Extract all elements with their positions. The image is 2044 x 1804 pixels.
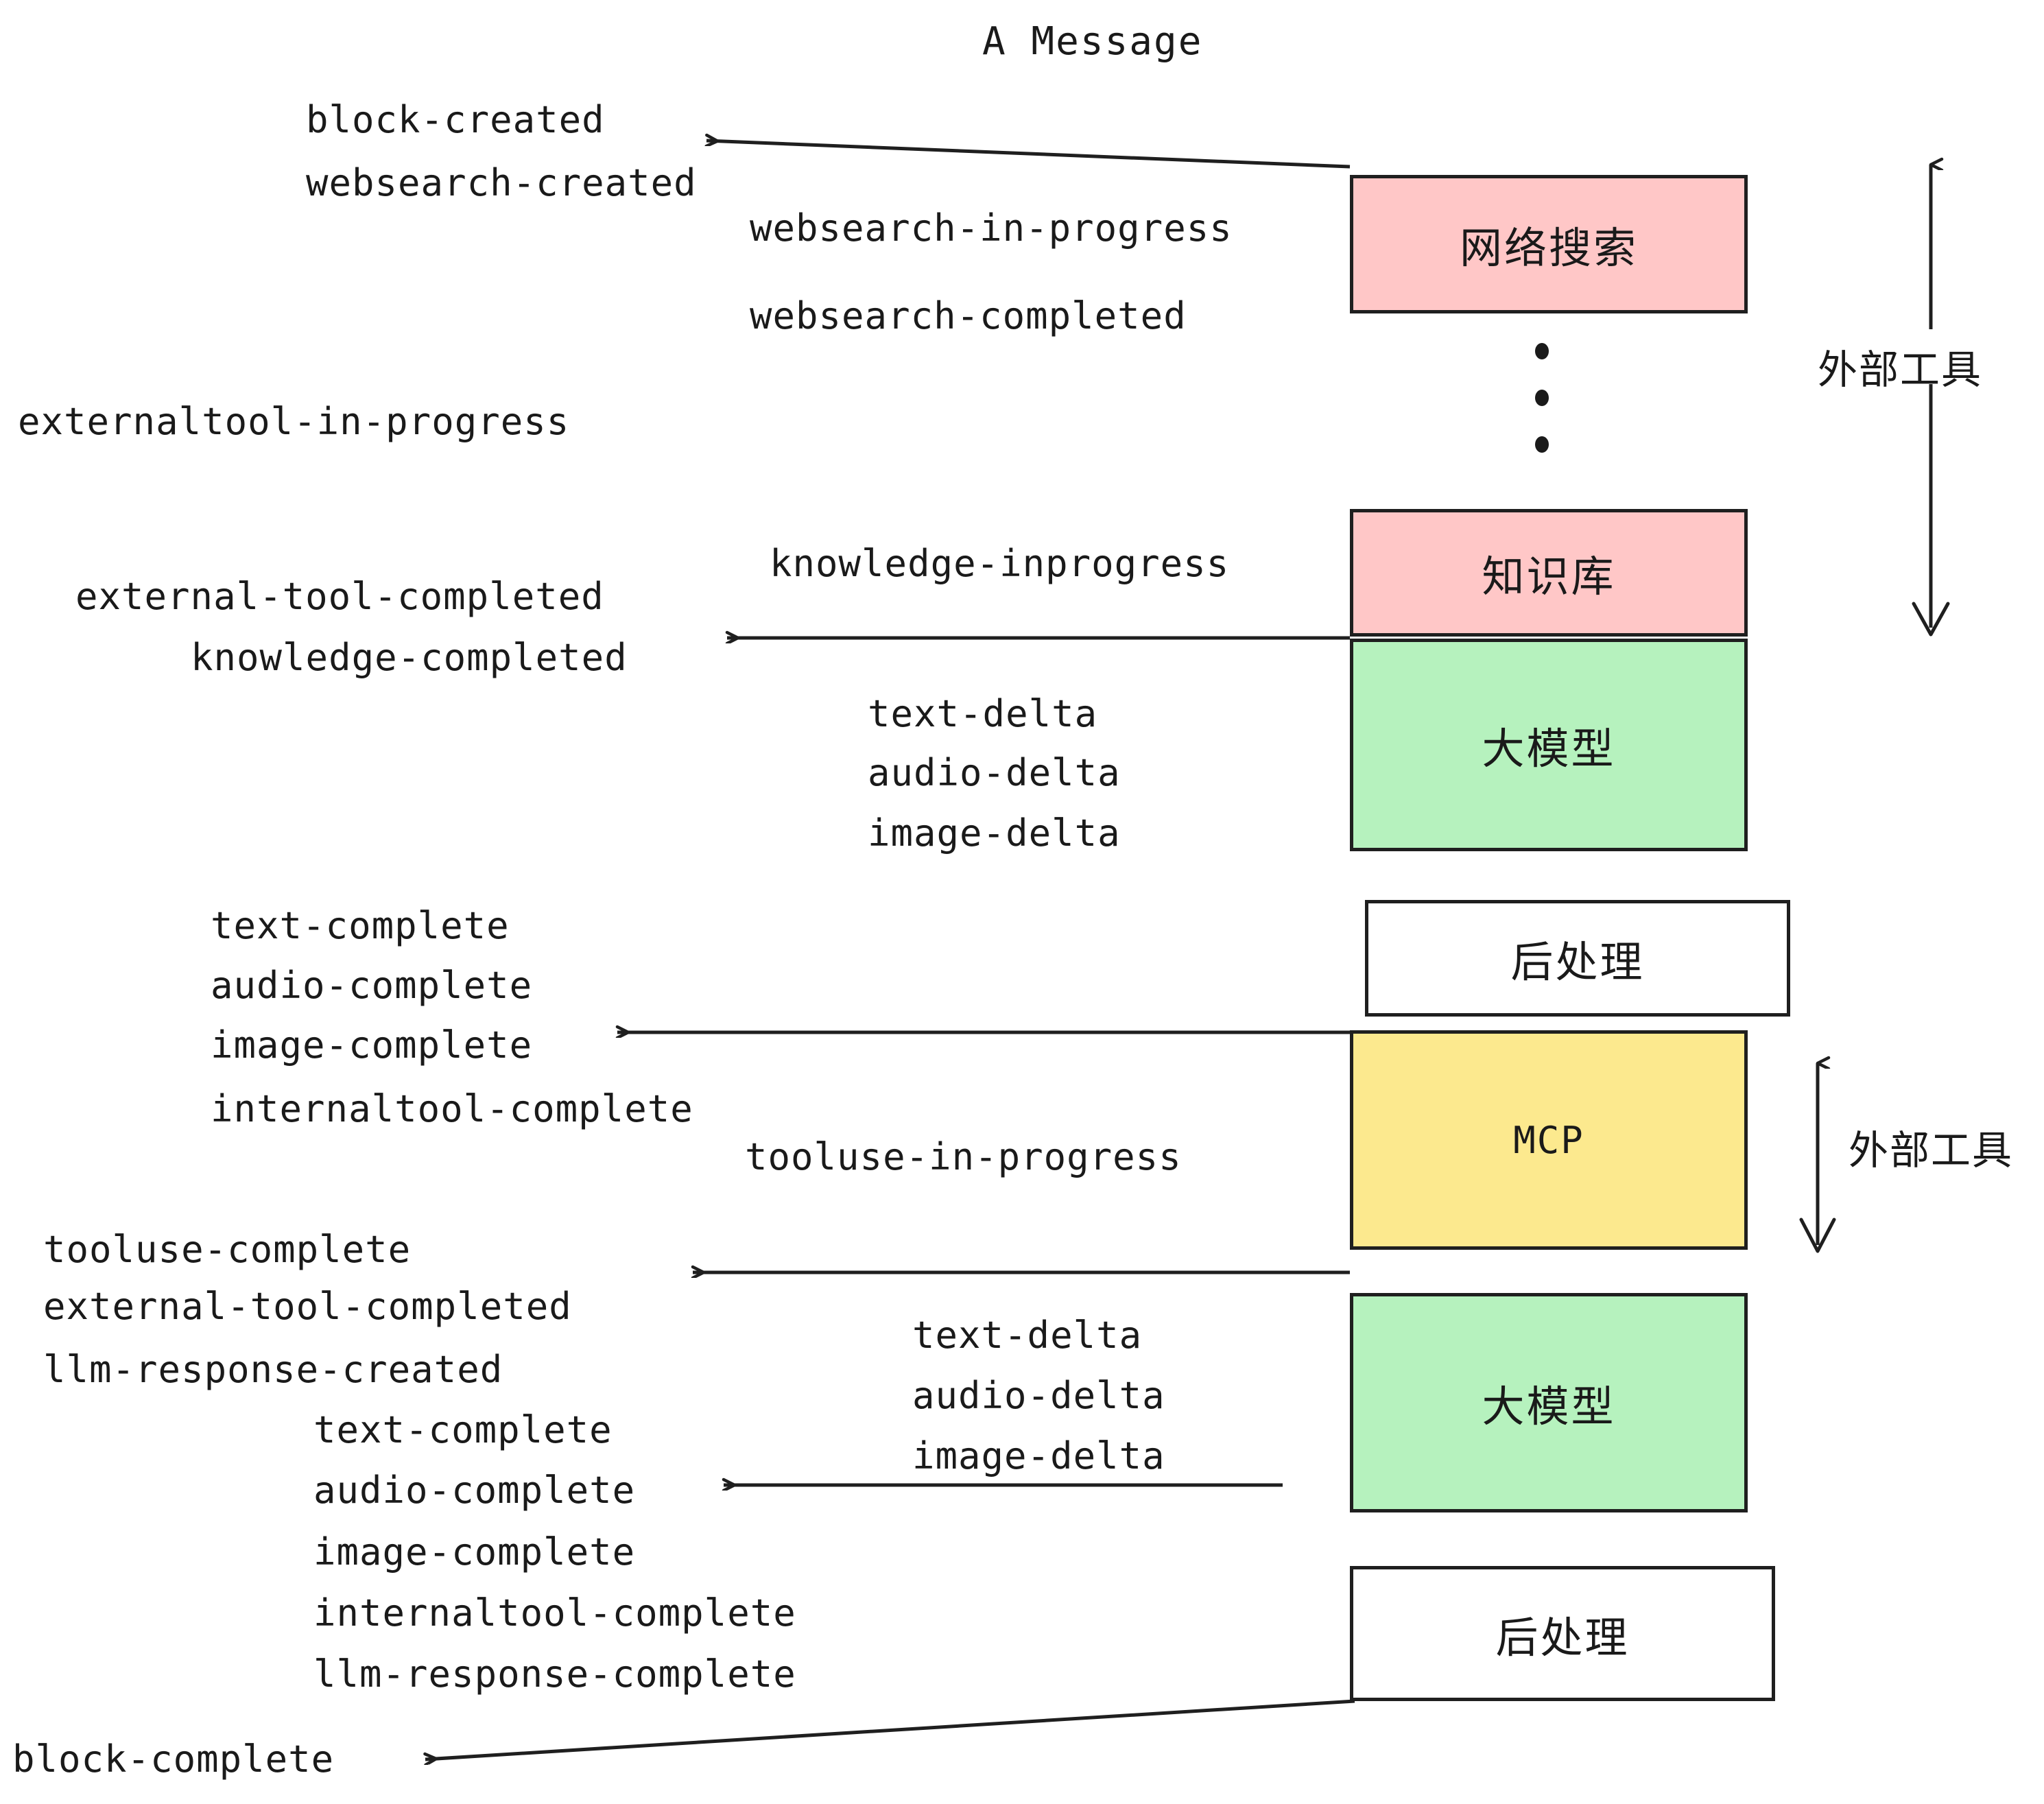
event-text-complete-second: text-complete [313,1408,613,1451]
event-tooluse-complete: tooluse-complete [43,1228,412,1271]
node-websearch[interactable]: 网络搜索 [1350,175,1748,313]
vertical-ellipsis-icon [1535,343,1549,453]
event-llm-response-created: llm-response-created [43,1348,503,1391]
event-knowledge-completed: knowledge-completed [191,636,628,679]
arrow-websearch-to-created [706,141,1351,169]
node-knowledge-base-label: 知识库 [1482,551,1616,602]
node-websearch-label: 网络搜索 [1459,223,1638,273]
event-image-complete-first: image-complete [211,1023,533,1067]
event-audio-complete-second: audio-complete [313,1469,636,1512]
event-text-delta-second: text-delta [912,1314,1143,1357]
event-knowledge-inprogress: knowledge-inprogress [770,542,1230,585]
node-llm-first[interactable]: 大模型 [1350,639,1748,851]
node-llm-second-label: 大模型 [1482,1381,1616,1432]
node-llm-first-label: 大模型 [1482,724,1616,774]
event-image-delta-second: image-delta [912,1434,1165,1477]
node-mcp[interactable]: MCP [1350,1030,1748,1250]
event-external-tool-completed-first: external-tool-completed [75,575,604,618]
diagram-title: A Message [982,19,1203,64]
event-websearch-completed: websearch-completed [750,294,1187,337]
node-llm-second[interactable]: 大模型 [1350,1293,1748,1512]
label-external-tools-top: 外部工具 [1818,346,1983,393]
event-audio-delta-first: audio-delta [868,751,1121,794]
event-image-complete-second: image-complete [313,1530,636,1574]
label-external-tools-bottom: 外部工具 [1849,1127,2014,1174]
event-image-delta-first: image-delta [868,811,1121,855]
event-audio-complete-first: audio-complete [211,964,533,1007]
node-knowledge-base[interactable]: 知识库 [1350,509,1748,637]
event-llm-response-complete: llm-response-complete [313,1652,796,1696]
event-audio-delta-second: audio-delta [912,1374,1165,1417]
event-external-tool-completed-second: external-tool-completed [43,1285,572,1328]
event-text-complete-first: text-complete [211,904,510,947]
event-tooluse-in-progress: tooluse-in-progress [745,1135,1182,1178]
node-postprocess-first[interactable]: 后处理 [1365,900,1790,1017]
event-block-created: block-created [306,98,605,141]
node-mcp-label: MCP [1513,1118,1584,1162]
event-websearch-in-progress: websearch-in-progress [750,206,1233,250]
event-block-complete: block-complete [12,1737,335,1781]
arrow-post2-to-block-complete [425,1699,1355,1759]
node-postprocess-first-label: 后处理 [1510,937,1645,987]
node-postprocess-second[interactable]: 后处理 [1350,1566,1775,1701]
event-websearch-created: websearch-created [306,161,697,204]
event-text-delta-first: text-delta [868,692,1098,735]
event-externaltool-in-progress: externaltool-in-progress [18,400,570,443]
event-internaltool-complete-second: internaltool-complete [313,1591,796,1635]
event-internaltool-complete-first: internaltool-complete [211,1087,693,1130]
node-postprocess-second-label: 后处理 [1495,1612,1630,1663]
